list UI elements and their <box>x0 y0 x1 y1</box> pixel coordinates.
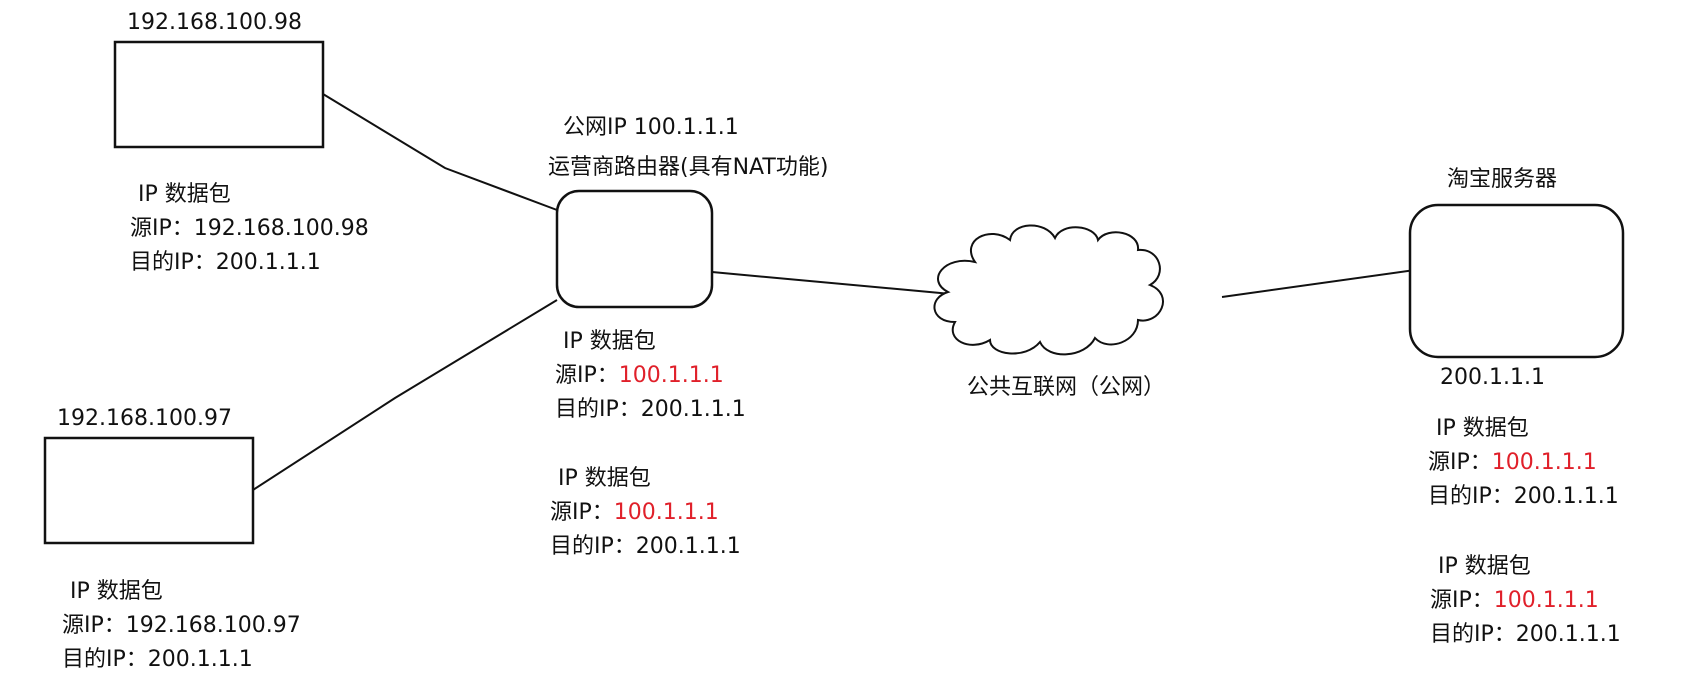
link-host-b-router <box>252 299 558 491</box>
packet-title: IP 数据包 <box>1436 416 1529 441</box>
packet-src-value: 100.1.1.1 <box>613 500 719 525</box>
packet-dst-label: 目的IP： <box>1428 484 1514 509</box>
packet-src-value: 100.1.1.1 <box>618 363 724 388</box>
router-public-ip-label: 公网IP 100.1.1.1 <box>563 115 739 140</box>
link-host-a-router <box>322 93 558 211</box>
packet-dst-value: 200.1.1.1 <box>1515 622 1621 647</box>
packet-info: IP 数据包 源IP：100.1.1.1 目的IP：200.1.1.1 <box>555 325 746 427</box>
packet-src-label: 源IP： <box>62 613 126 638</box>
packet-info: IP 数据包 源IP：100.1.1.1 目的IP：200.1.1.1 <box>1428 412 1619 514</box>
packet-dst-label: 目的IP： <box>1430 622 1516 647</box>
packet-title: IP 数据包 <box>563 329 656 354</box>
packet-src-value: 100.1.1.1 <box>1493 588 1599 613</box>
host-a-ip-label: 192.168.100.98 <box>127 10 302 35</box>
packet-title: IP 数据包 <box>1438 554 1531 579</box>
packet-dst-value: 200.1.1.1 <box>640 397 746 422</box>
packet-dst-value: 200.1.1.1 <box>147 647 253 672</box>
packet-dst-label: 目的IP： <box>555 397 641 422</box>
packet-info: IP 数据包 源IP：100.1.1.1 目的IP：200.1.1.1 <box>1430 550 1621 652</box>
packet-title: IP 数据包 <box>70 579 163 604</box>
cloud-icon[interactable] <box>933 224 1164 356</box>
router-box[interactable] <box>555 189 714 309</box>
packet-title: IP 数据包 <box>558 466 651 491</box>
host-b-box[interactable] <box>43 436 255 545</box>
packet-src-label: 源IP： <box>550 500 614 525</box>
link-internet-server <box>1221 269 1416 298</box>
server-name-label: 淘宝服务器 <box>1447 167 1558 192</box>
packet-dst-value: 200.1.1.1 <box>1513 484 1619 509</box>
packet-src-value: 192.168.100.98 <box>193 216 369 241</box>
packet-src-label: 源IP： <box>1428 450 1492 475</box>
host-b-ip-label: 192.168.100.97 <box>57 406 232 431</box>
router-name-label: 运营商路由器(具有NAT功能) <box>548 155 829 180</box>
packet-info: IP 数据包 源IP：100.1.1.1 目的IP：200.1.1.1 <box>550 462 741 564</box>
packet-src-value: 192.168.100.97 <box>125 613 301 638</box>
packet-src-label: 源IP： <box>1430 588 1494 613</box>
packet-dst-value: 200.1.1.1 <box>635 534 741 559</box>
packet-info: IP 数据包 源IP：192.168.100.98 目的IP：200.1.1.1 <box>130 178 369 280</box>
packet-dst-label: 目的IP： <box>130 250 216 275</box>
packet-title: IP 数据包 <box>138 182 231 207</box>
link-router-internet <box>711 271 963 296</box>
packet-src-value: 100.1.1.1 <box>1491 450 1597 475</box>
internet-label: 公共互联网（公网） <box>967 375 1166 400</box>
server-box[interactable] <box>1408 203 1625 359</box>
server-ip-label: 200.1.1.1 <box>1440 365 1545 390</box>
host-a-box[interactable] <box>113 40 325 149</box>
packet-src-label: 源IP： <box>555 363 619 388</box>
packet-info: IP 数据包 源IP：192.168.100.97 目的IP：200.1.1.1 <box>62 575 301 677</box>
packet-src-label: 源IP： <box>130 216 194 241</box>
packet-dst-label: 目的IP： <box>550 534 636 559</box>
packet-dst-label: 目的IP： <box>62 647 148 672</box>
packet-dst-value: 200.1.1.1 <box>215 250 321 275</box>
